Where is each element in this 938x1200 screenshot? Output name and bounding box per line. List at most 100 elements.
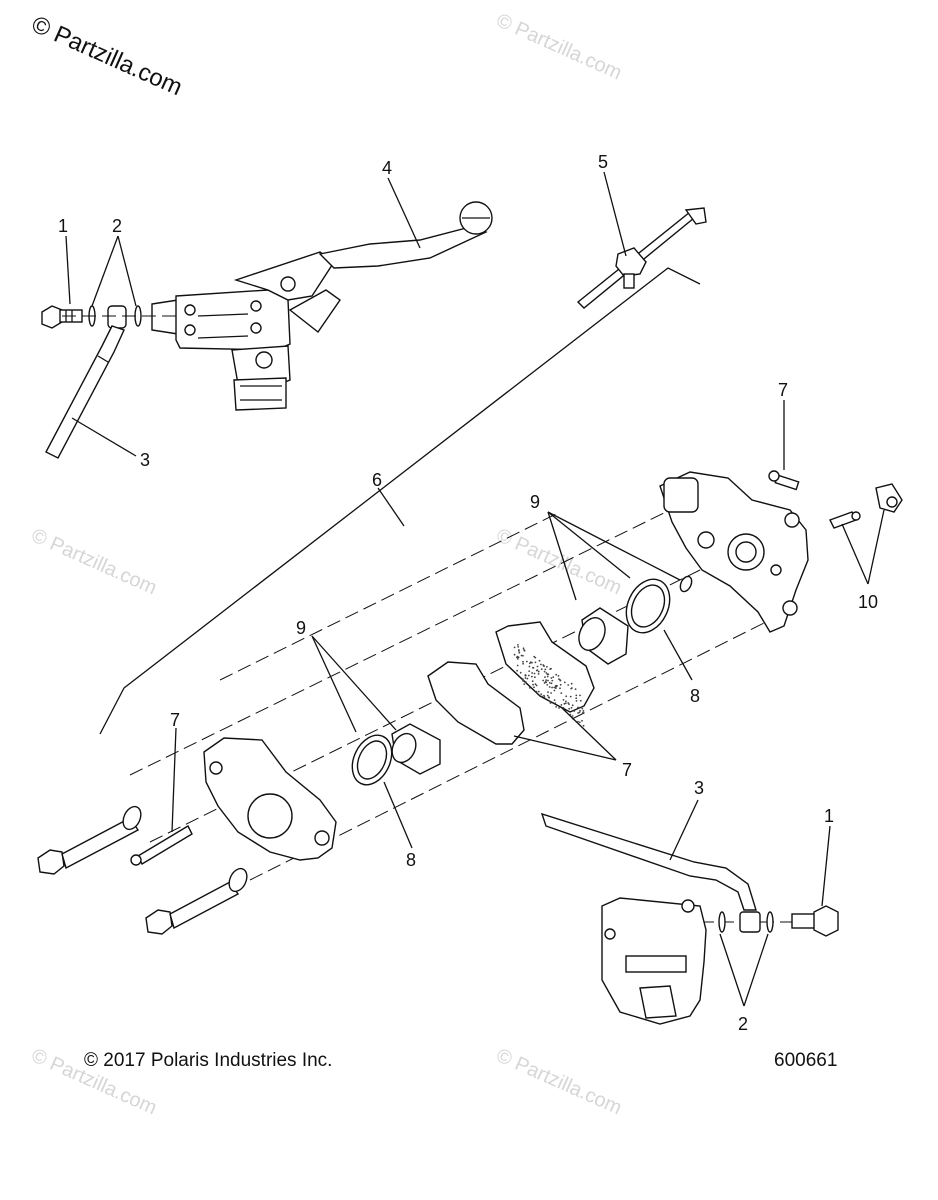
pad-speckle	[582, 711, 584, 714]
pad-speckle	[528, 670, 531, 672]
pad-speckle	[543, 694, 545, 697]
pad-speckle	[570, 682, 573, 685]
pad-speckle	[543, 670, 546, 673]
pad-speckle	[518, 651, 521, 654]
pad-speckle	[534, 661, 537, 664]
pad-speckle	[534, 683, 537, 686]
pad-speckle	[531, 675, 533, 678]
pad-speckle	[558, 678, 560, 680]
pad-speckle	[531, 680, 534, 683]
callout-7-left: 7	[170, 710, 180, 730]
watermark-primary: © Partzilla.com	[28, 11, 187, 101]
pad-speckle	[569, 695, 572, 698]
caliper-bolt-lower	[145, 881, 240, 935]
pad-speckle	[567, 684, 570, 686]
callout-3-bottom: 3	[694, 778, 704, 798]
pad-speckle	[546, 694, 549, 697]
brake-line-top	[45, 305, 127, 459]
pad-speckle	[532, 667, 535, 669]
pad-speckle	[558, 707, 560, 709]
pad-speckle	[553, 686, 556, 689]
pad-speckle	[556, 685, 558, 687]
pad-speckle	[582, 724, 585, 727]
pad-speckle	[540, 668, 543, 671]
caliper-assembled	[601, 897, 707, 1025]
pad-speckle	[577, 712, 579, 714]
pad-speckle	[549, 702, 552, 704]
callout-10: 10	[858, 592, 878, 612]
pad-speckle	[540, 693, 543, 695]
pad-speckle	[565, 695, 568, 698]
caliper-bolt-upper	[37, 817, 140, 875]
pad-speckle	[523, 649, 525, 651]
pad-speckle	[550, 692, 552, 694]
pad-speckle	[517, 644, 519, 646]
pad-speckle	[578, 711, 581, 714]
pad-speckle	[550, 677, 553, 679]
piston-seal-left	[351, 734, 393, 786]
caliper-pin	[130, 825, 193, 866]
piston-seal-right	[625, 575, 693, 634]
pad-speckle	[528, 665, 531, 668]
pad-speckle	[554, 702, 557, 705]
pad-speckle	[575, 694, 578, 697]
diagram-id: 600661	[774, 1050, 838, 1071]
pad-speckle	[577, 720, 579, 723]
pad-speckle	[562, 706, 565, 709]
pad-speckle	[544, 680, 547, 683]
pad-speckle	[522, 680, 524, 682]
pad-speckle	[578, 721, 581, 724]
pad-speckle	[552, 676, 555, 678]
pad-speckle	[532, 683, 534, 686]
pad-speckle	[537, 670, 540, 673]
brake-lever	[318, 201, 493, 269]
pad-speckle	[555, 673, 558, 676]
pad-speckle	[548, 682, 551, 684]
pad-speckle	[519, 671, 522, 674]
callout-9-left: 9	[296, 618, 306, 638]
pad-speckle	[553, 689, 556, 692]
pad-speckle	[522, 647, 525, 650]
caliper-half-inner	[659, 471, 809, 633]
bleeder-valve	[829, 483, 903, 529]
banjo-bolt-top	[41, 305, 83, 329]
cable-tie	[576, 207, 707, 309]
pad-speckle	[524, 677, 527, 679]
pad-speckle	[547, 679, 549, 682]
pad-speckle	[513, 646, 516, 649]
pad-speckle	[538, 659, 541, 662]
pad-speckle	[544, 668, 547, 671]
pad-speckle	[537, 673, 540, 675]
pad-speckle	[541, 695, 543, 698]
brake-line-bottom	[540, 812, 761, 933]
brake-pad-outer	[495, 621, 595, 713]
pad-speckle	[516, 664, 519, 667]
master-cylinder	[151, 251, 341, 411]
pad-speckle	[549, 700, 551, 703]
pad-speckle	[553, 699, 556, 701]
pad-speckle	[517, 646, 520, 648]
pad-speckle	[523, 683, 526, 685]
pad-speckle	[526, 677, 529, 680]
pad-speckle	[520, 654, 523, 657]
pad-speckle	[579, 694, 581, 697]
pad-speckle	[581, 707, 584, 710]
pad-speckle	[522, 654, 524, 657]
pad-speckle	[564, 702, 567, 705]
pad-speckle	[571, 715, 574, 717]
caliper-half-outer	[203, 737, 337, 861]
callout-9-right: 9	[530, 492, 540, 512]
callout-7-top: 7	[778, 380, 788, 400]
washer-lower	[228, 867, 248, 893]
pad-speckle	[575, 700, 578, 702]
callout-6: 6	[372, 470, 382, 490]
pad-speckle	[563, 681, 566, 684]
pad-speckle	[540, 663, 542, 666]
pad-speckle	[535, 684, 538, 687]
pad-speckle	[562, 699, 565, 701]
pad-speckle	[565, 700, 567, 703]
copyright-notice: © 2017 Polaris Industries Inc.	[84, 1050, 333, 1071]
pad-speckle	[547, 696, 550, 698]
callout-2-top: 2	[112, 216, 122, 236]
